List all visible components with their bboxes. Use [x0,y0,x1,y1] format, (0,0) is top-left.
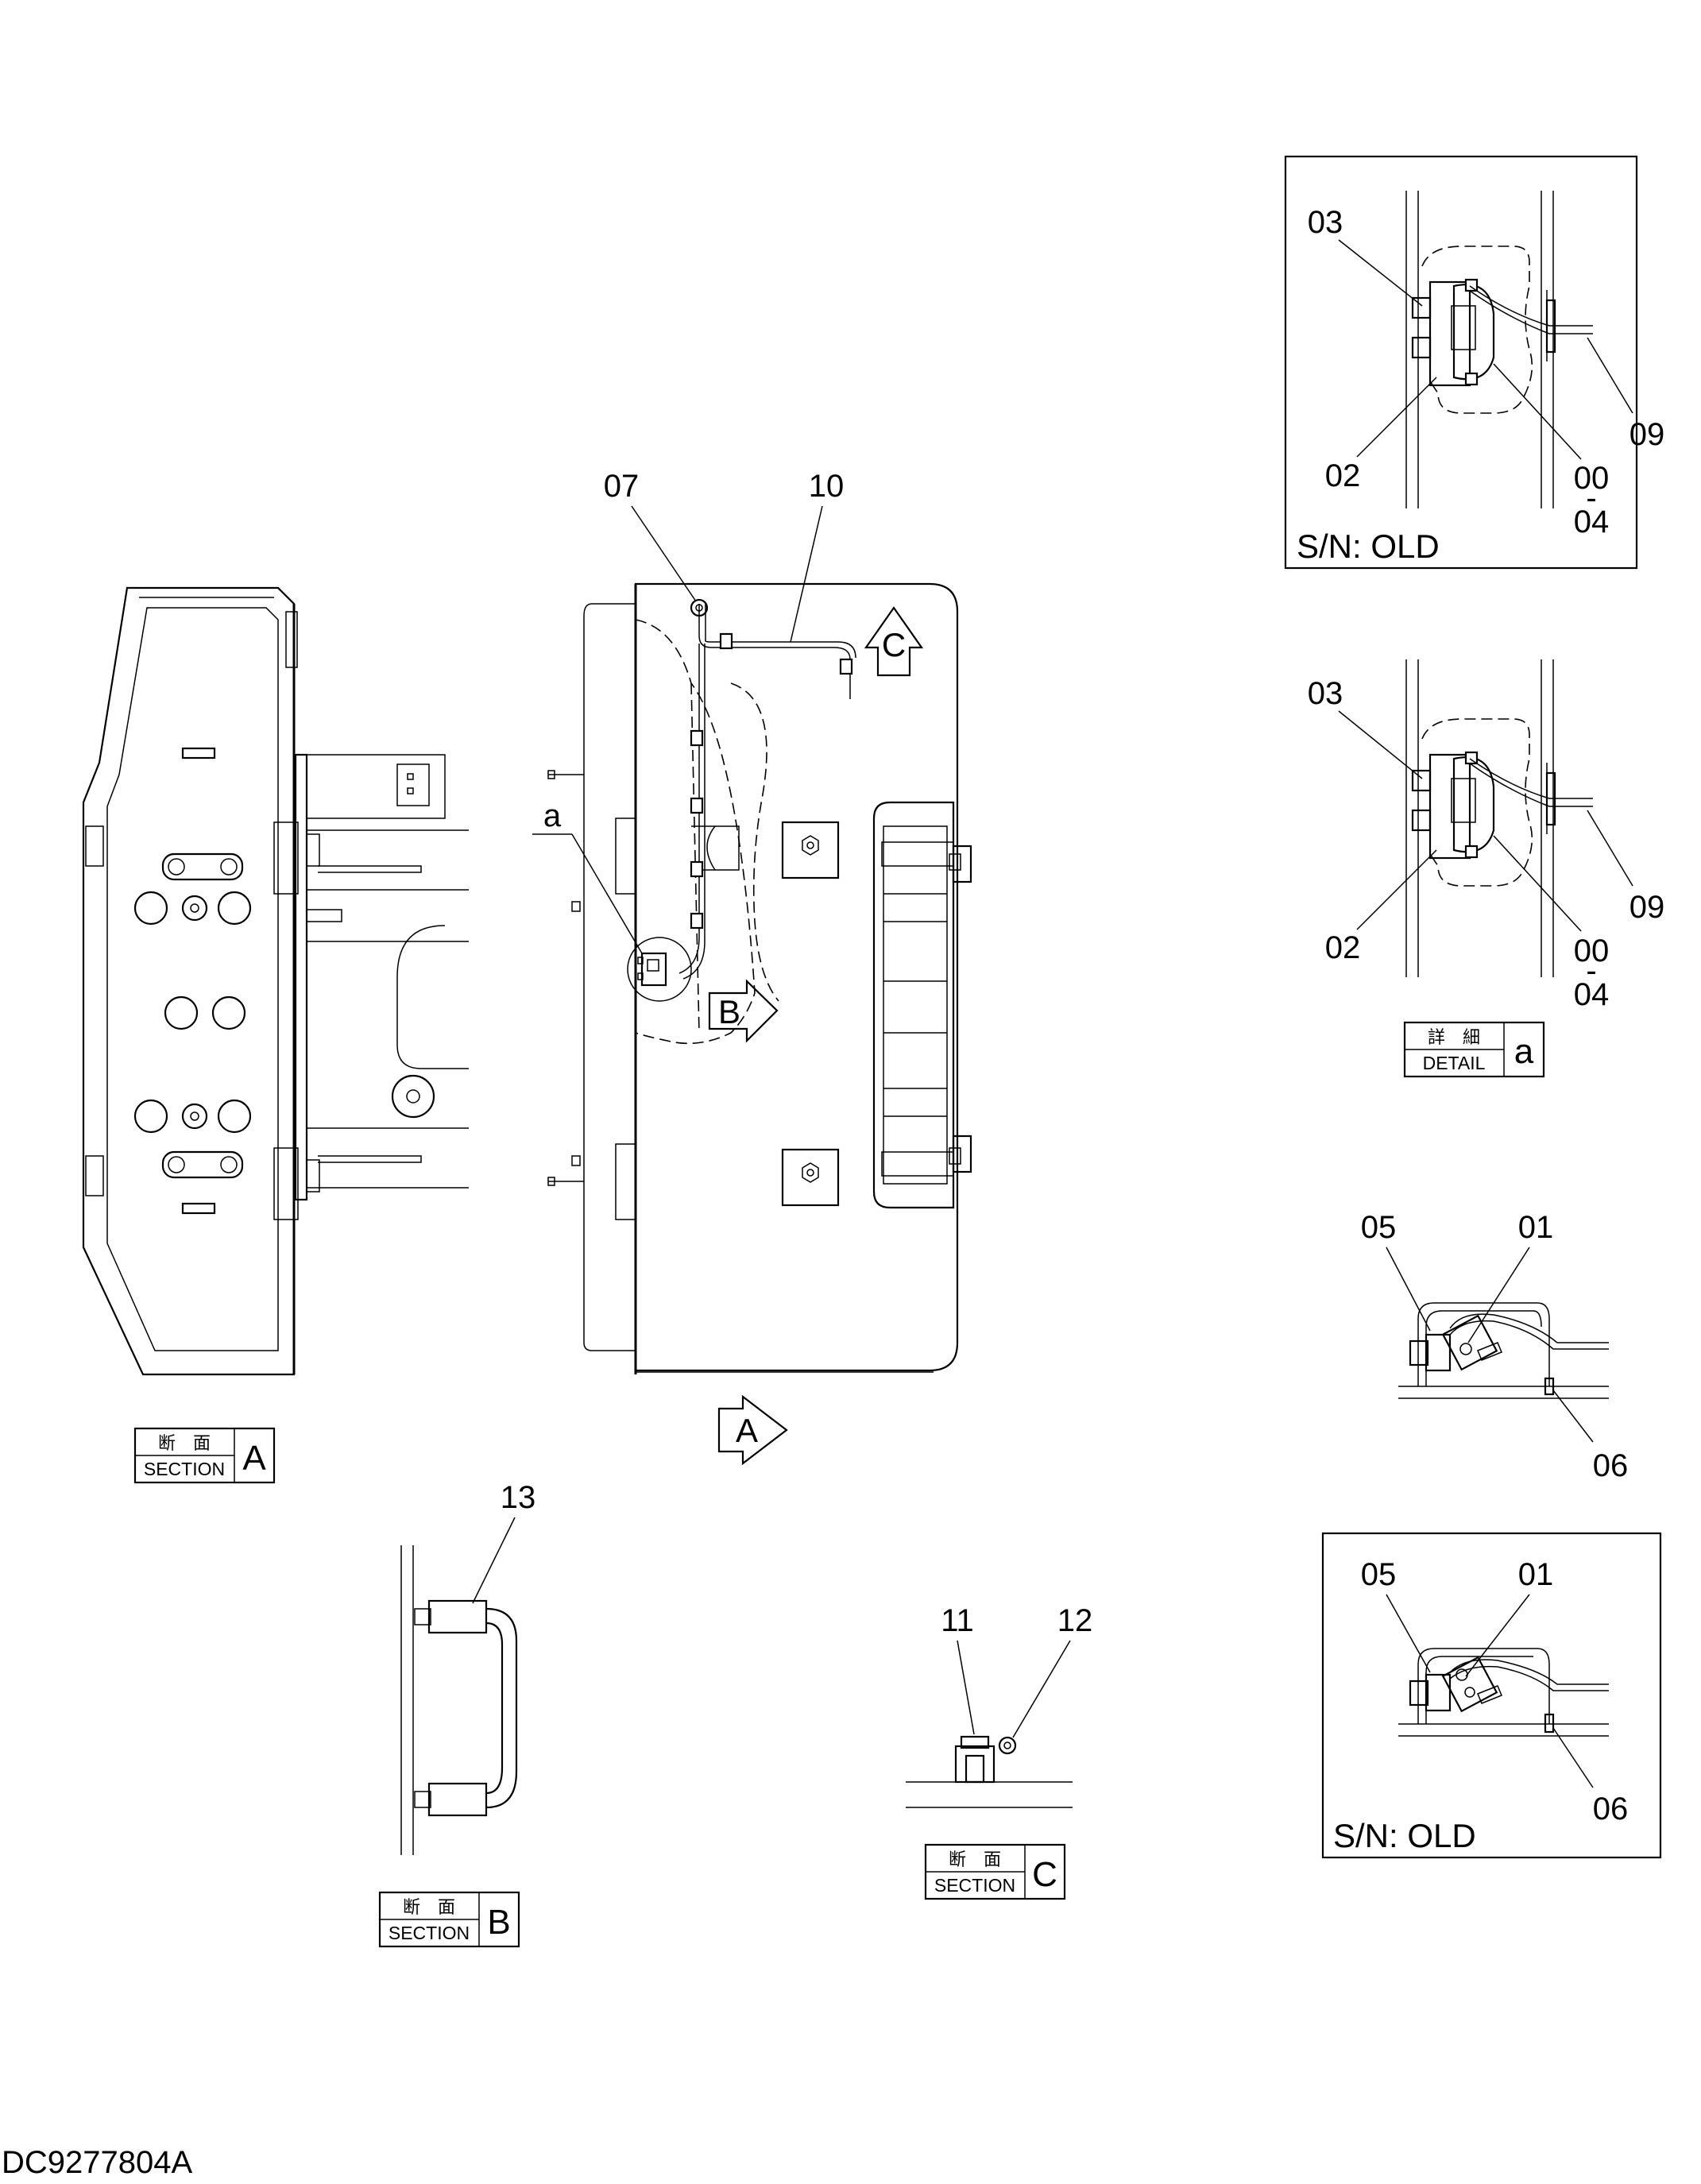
callout-10: 10 [809,469,845,504]
detail-a-tag: 詳 細 DETAIL a [1403,1021,1545,1078]
sn-old-label: S/N: OLD [1297,528,1440,565]
callout-04: 04 [1574,504,1610,539]
callout-13: 13 [501,1480,536,1515]
callout-05: 05 [1361,1557,1397,1592]
callout-03: 03 [1308,205,1343,240]
tag-en: SECTION [389,1923,470,1943]
callout-02: 02 [1325,930,1361,965]
detail-a-old-view [1284,155,1638,570]
callout-09: 09 [1629,890,1665,925]
sn-old-label: S/N: OLD [1333,1817,1476,1854]
view-arrow-c: C [864,606,924,677]
detail-a-view [1405,659,1593,977]
view-arrow-c-letter: C [882,626,906,663]
switch-detail-old-callouts: 05 01 06 S/N: OLD [1333,1557,1628,1854]
section-c-tag: 断 面 SECTION C [924,1843,1066,1900]
switch-detail-old-view [1321,1532,1662,1859]
callout-06: 06 [1593,1448,1629,1483]
callout-04: 04 [1574,977,1610,1012]
callout-dash: - [1586,481,1596,516]
tag-jp: 断 面 [403,1897,455,1917]
tag-letter: C [1032,1855,1057,1894]
tag-jp: 断 面 [158,1433,211,1453]
detail-a-old-callouts: 03 02 09 00 - 04 S/N: OLD [1297,205,1664,565]
callout-05: 05 [1361,1210,1397,1245]
callout-a: a [543,798,562,833]
callout-01: 01 [1518,1557,1554,1592]
callout-03: 03 [1308,676,1343,711]
callout-07: 07 [604,469,640,504]
section-b-callouts: 13 [472,1480,536,1604]
view-arrow-b-letter: B [718,993,740,1030]
callout-dash: - [1586,953,1596,988]
callout-11: 11 [941,1603,974,1638]
section-b-view [400,1545,518,1855]
detail-a-callouts: 03 02 09 00 - 04 [1308,676,1665,1012]
main-view [547,582,972,1374]
callout-09: 09 [1629,417,1665,452]
tag-letter: A [242,1439,266,1478]
switch-detail-view [1398,1302,1609,1399]
sn-old-frame-bottom [1321,1532,1662,1859]
callout-12: 12 [1057,1603,1093,1638]
view-arrow-a: A [717,1394,788,1466]
tag-letter: B [487,1903,510,1942]
section-a-view [82,586,469,1376]
tag-en: SECTION [934,1875,1015,1896]
switch-detail-callouts: 05 01 06 [1361,1210,1629,1483]
section-c-view [906,1735,1073,1808]
callout-00: 00 [1574,934,1610,968]
tag-jp: 断 面 [949,1850,1001,1869]
section-c-callouts: 11 12 [941,1603,1092,1738]
view-arrow-a-letter: A [736,1412,758,1449]
callout-01: 01 [1518,1210,1554,1245]
view-arrow-b: B [708,979,779,1043]
document-id: DC9277804A [2,2145,192,2180]
tag-en: DETAIL [1423,1053,1486,1073]
section-b-tag: 断 面 SECTION B [378,1891,520,1948]
sn-old-frame-top [1284,155,1638,570]
tag-letter: a [1514,1032,1534,1071]
callout-06: 06 [1593,1792,1629,1826]
section-a-tag: 断 面 SECTION A [133,1427,276,1484]
tag-jp: 詳 細 [1428,1027,1480,1047]
tag-en: SECTION [144,1459,225,1479]
callout-00: 00 [1574,461,1610,496]
callout-02: 02 [1325,458,1361,493]
main-view-callouts: 07 10 a [532,469,845,954]
